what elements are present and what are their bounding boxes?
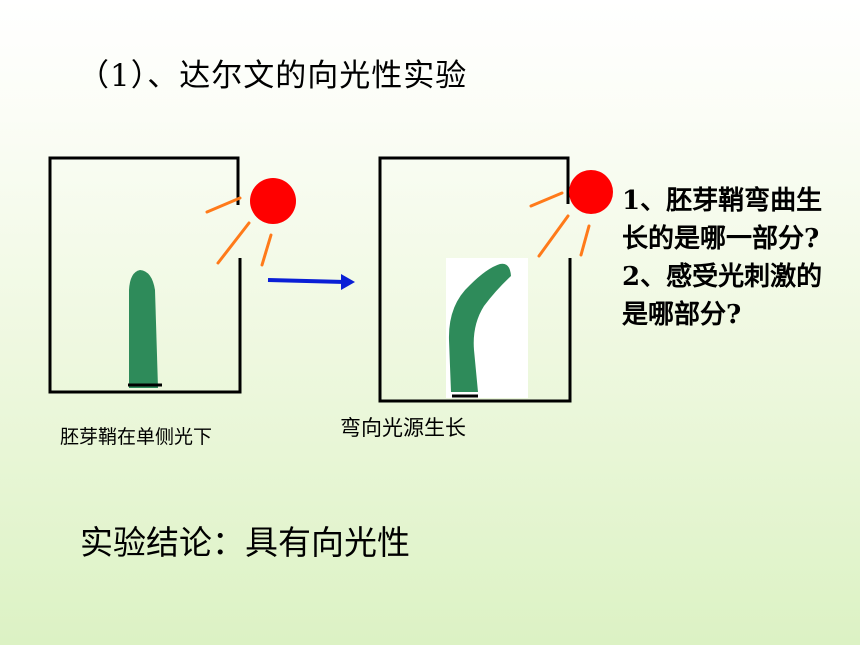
- question-1: 1、胚芽鞘弯曲生长的是哪一部分?: [622, 186, 823, 254]
- right-arrow-icon: [267, 274, 355, 290]
- coleoptile-bent: [448, 263, 511, 392]
- light-rays-left: [205, 196, 273, 267]
- caption-right: 弯向光源生长: [340, 416, 466, 440]
- question-list: 1、胚芽鞘弯曲生长的是哪一部分? 2、感受光刺激的是哪部分?: [622, 182, 842, 334]
- slide-title: （1）、达尔文的向光性实验: [78, 58, 468, 94]
- question-2: 2、感受光刺激的是哪部分?: [622, 262, 823, 330]
- sun-icon: [569, 170, 613, 214]
- caption-left: 胚芽鞘在单侧光下: [60, 426, 213, 448]
- conclusion-text: 实验结论：具有向光性: [80, 523, 410, 562]
- coleoptile-straight: [129, 270, 158, 388]
- left-box: [48, 156, 242, 394]
- sun-icon: [250, 178, 296, 224]
- light-rays-right: [529, 191, 591, 258]
- right-box: [378, 156, 572, 403]
